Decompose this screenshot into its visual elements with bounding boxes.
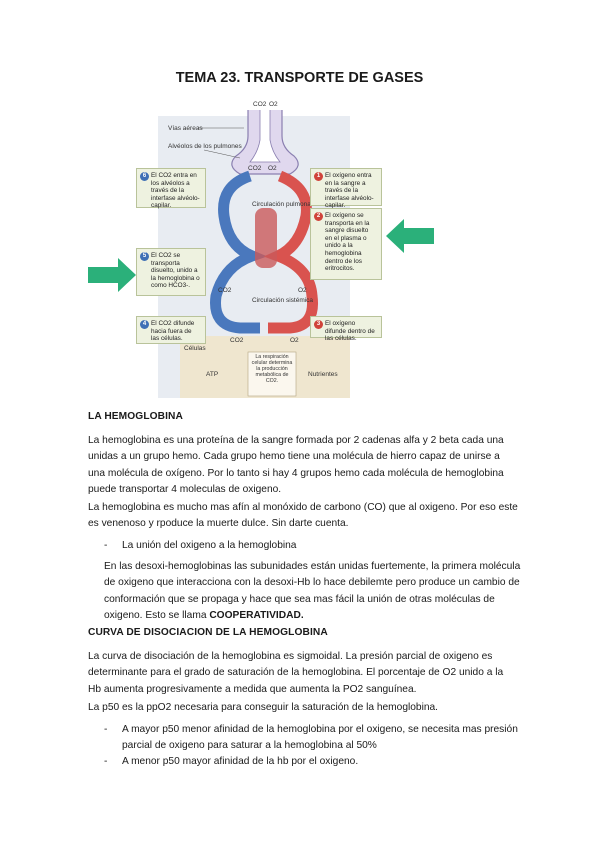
bullet-dash: - [104, 724, 108, 735]
callout-6-text: El CO2 entra en los alvéolos a través de… [151, 172, 200, 210]
deoxygenated-vessel [210, 170, 268, 334]
callout-3-number: 3 [314, 320, 323, 329]
callout-2-number: 2 [314, 212, 323, 221]
top-co2-label: CO2 [253, 101, 267, 108]
heading-hemoglobina: LA HEMOGLOBINA [88, 411, 183, 422]
callout-1-text: El oxígeno entra en la sangre a través d… [325, 172, 374, 210]
callout-1-number: 1 [314, 172, 323, 181]
bullet-mayor-p50-text: A mayor p50 menor afinidad de la hemoglo… [122, 724, 518, 752]
paragraph-hemoglobina-1: La hemoglobina es una proteína de la san… [88, 435, 504, 496]
callout-1: 1 El oxígeno entra en la sangre a través… [310, 168, 382, 210]
systemic-o2: O2 [298, 287, 307, 294]
cooperatividad-text: En las desoxi-hemoglobinas las subunidad… [104, 561, 521, 622]
label-respiration: La respiración celular determina la prod… [251, 354, 293, 384]
callout-3-text: El oxígeno difunde dentro de las células… [325, 320, 375, 343]
label-atp: ATP [206, 371, 218, 378]
cells-co2: CO2 [230, 337, 244, 344]
bullet-menor-p50-text: A menor p50 mayor afinidad de la hb por … [122, 756, 359, 767]
callout-5-number: 5 [140, 252, 149, 261]
paragraph-cooperatividad: En las desoxi-hemoglobinas las subunidad… [104, 559, 524, 625]
label-nutrients: Nutrientes [308, 371, 338, 378]
callout-4: 4 El CO2 difunde hacia fuera de las célu… [136, 316, 206, 344]
callout-4-text: El CO2 difunde hacia fuera de las célula… [151, 320, 195, 343]
label-pulmonary: Circulación pulmonar [252, 201, 314, 208]
bullet-dash: - [104, 756, 108, 767]
gas-transport-figure: CO2 O2 Vías aéreas Alvéolos de los pulmo… [136, 96, 382, 398]
label-airways: Vías aéreas [168, 125, 203, 132]
callout-5-text: El CO2 se transporta disuelto, unido a l… [151, 252, 200, 290]
green-arrow-left-icon [386, 219, 434, 253]
airway-lumen [249, 110, 281, 163]
cooperatividad-term: COOPERATIVIDAD. [209, 610, 304, 622]
callout-4-number: 4 [140, 320, 149, 329]
heading-curva: CURVA DE DISOCIACION DE LA HEMOGLOBINA [88, 627, 328, 638]
respiration-box [247, 351, 297, 397]
oxygenated-vessel [263, 170, 319, 334]
label-alveoli: Alvéolos de los pulmones [168, 143, 242, 150]
callout-2: 2 El oxígeno se transporta en la sangre … [310, 208, 382, 280]
bullet-union-text: La unión del oxigeno a la hemoglobina [122, 540, 297, 551]
paragraph-curva-2: La p50 es la ppO2 necesaria para consegu… [88, 702, 439, 713]
heart-shape [255, 208, 277, 268]
paragraph-hemoglobina-2: La hemoglobina es mucho mas afín al monó… [88, 502, 518, 530]
label-systemic: Circulación sistémica [252, 297, 313, 304]
callout-6: 6 El CO2 entra en los alvéolos a través … [136, 168, 206, 210]
label-cells: Células [184, 345, 206, 352]
alveoli-o2: O2 [268, 165, 277, 172]
callout-2-text: El oxígeno se transporta en la sangre di… [325, 212, 370, 273]
paragraph-curva-1: La curva de disociación de la hemoglobin… [88, 651, 504, 695]
page-title: TEMA 23. TRANSPORTE DE GASES [175, 70, 424, 86]
top-o2-label: O2 [269, 101, 278, 108]
cells-o2: O2 [290, 337, 299, 344]
systemic-co2: CO2 [218, 287, 232, 294]
callout-6-number: 6 [140, 172, 149, 181]
bullet-dash: - [104, 540, 108, 551]
alveoli-co2: CO2 [248, 165, 262, 172]
green-arrow-right-icon [88, 258, 136, 292]
callout-5: 5 El CO2 se transporta disuelto, unido a… [136, 248, 206, 296]
callout-3: 3 El oxígeno difunde dentro de las célul… [310, 316, 382, 342]
